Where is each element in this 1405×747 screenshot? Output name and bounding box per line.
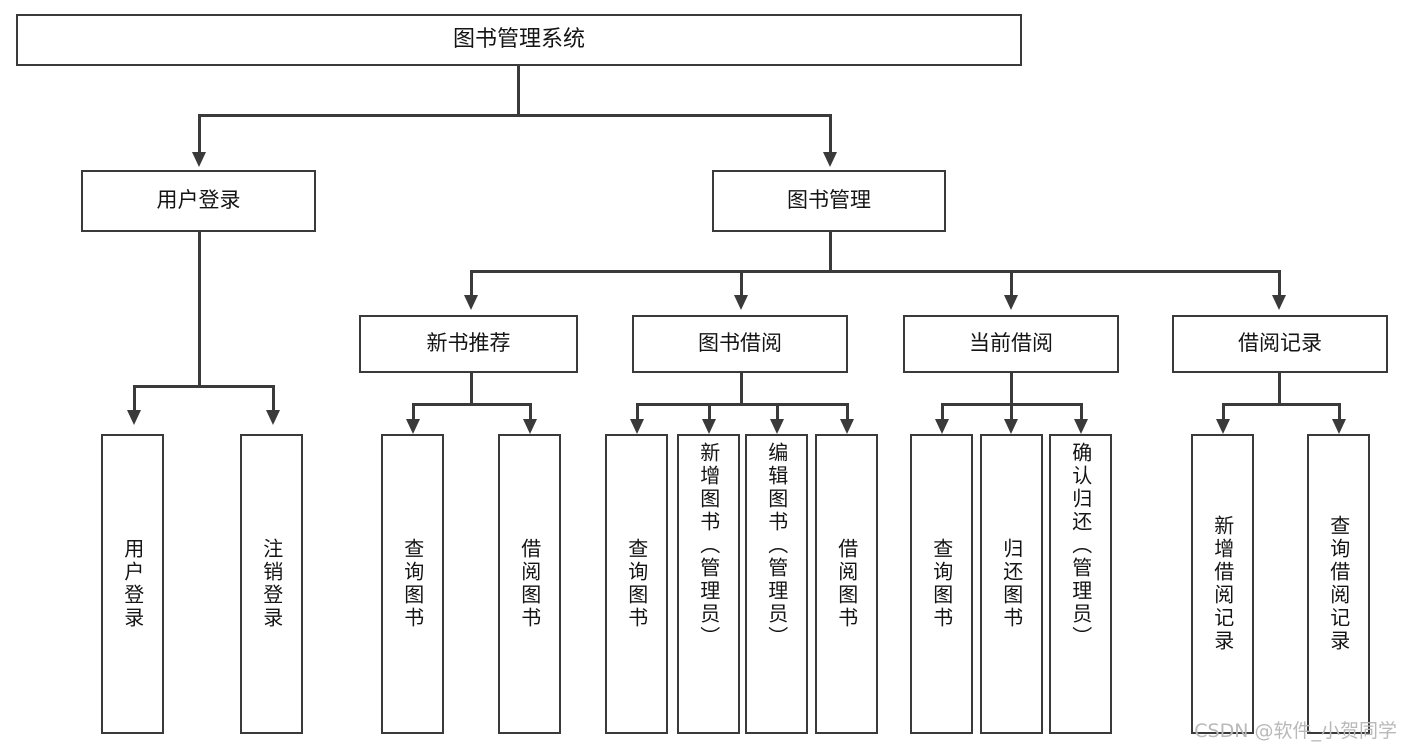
arrowhead-book-borrow — [734, 295, 748, 310]
node-label: 新增借阅记录 — [1210, 515, 1235, 653]
arrowhead-current-borrow — [1004, 295, 1018, 310]
leaf-add-borrow-record[interactable]: 新增借阅记录 — [1191, 434, 1254, 734]
connector-to-leaf-logout — [272, 385, 275, 412]
node-label: 图书管理系统 — [452, 26, 585, 52]
node-label: 归还图书 — [999, 538, 1024, 630]
leaf-add-book-admin[interactable]: 新增图书（管理员） — [677, 434, 740, 734]
node-current-borrow[interactable]: 当前借阅 — [903, 315, 1119, 373]
connector-new-book-down — [470, 373, 473, 405]
arrowhead-leaf-logout — [266, 410, 280, 425]
node-label: 图书管理 — [787, 188, 871, 213]
arrowhead-bb-leaf4 — [840, 419, 854, 434]
connector-bb-leaf3 — [776, 403, 779, 421]
leaf-query-book-recommend[interactable]: 查询图书 — [381, 434, 444, 734]
node-label: 查询借阅记录 — [1326, 515, 1351, 653]
node-label: 借阅记录 — [1238, 331, 1322, 356]
connector-br-leaf1 — [1222, 403, 1225, 421]
node-label: 注销登录 — [259, 538, 284, 630]
arrowhead-nb-leaf1 — [406, 419, 420, 434]
leaf-query-book-current[interactable]: 查询图书 — [910, 434, 973, 734]
arrowhead-nb-leaf2 — [523, 419, 537, 434]
connector-user-login-down — [198, 232, 201, 387]
connector-to-user-login — [198, 114, 201, 154]
node-label: 当前借阅 — [969, 331, 1053, 356]
connector-cb-leaf2 — [1010, 403, 1013, 421]
arrowhead-borrow-record — [1272, 295, 1286, 310]
connector-book-borrow-down — [740, 373, 743, 405]
connector-user-login-bus — [133, 385, 275, 388]
leaf-return-book[interactable]: 归还图书 — [980, 434, 1043, 734]
node-label: 借阅图书 — [834, 538, 859, 630]
connector-new-book-bus — [412, 403, 529, 406]
leaf-edit-book-admin[interactable]: 编辑图书（管理员） — [745, 434, 808, 734]
node-label: 用户登录 — [120, 538, 145, 630]
connector-cb-leaf3 — [1080, 403, 1083, 421]
node-label: 借阅图书 — [517, 538, 542, 630]
node-label: 用户登录 — [156, 188, 241, 213]
arrowhead-cb-leaf1 — [935, 419, 949, 434]
connector-nb-leaf2 — [529, 403, 532, 421]
node-borrow-record[interactable]: 借阅记录 — [1172, 315, 1388, 373]
arrowhead-user-login — [192, 152, 206, 167]
arrowhead-br-leaf2 — [1332, 419, 1346, 434]
leaf-query-borrow-record[interactable]: 查询借阅记录 — [1307, 434, 1370, 734]
connector-bb-leaf4 — [846, 403, 849, 421]
leaf-query-book-borrow[interactable]: 查询图书 — [605, 434, 668, 734]
node-label: 查询图书 — [624, 538, 649, 630]
node-label: 新书推荐 — [426, 331, 511, 356]
connector-book-borrow-bus — [636, 403, 846, 406]
node-label: 图书借阅 — [698, 331, 782, 356]
node-new-book-recommend[interactable]: 新书推荐 — [359, 315, 578, 373]
arrowhead-cb-leaf2 — [1004, 419, 1018, 434]
connector-level2-bus — [198, 114, 831, 117]
arrowhead-bb-leaf1 — [630, 419, 644, 434]
node-label: 编辑图书（管理员） — [764, 442, 789, 649]
arrowhead-br-leaf1 — [1216, 419, 1230, 434]
node-label: 查询图书 — [400, 538, 425, 630]
leaf-borrow-book-recommend[interactable]: 借阅图书 — [498, 434, 561, 734]
node-label: 查询图书 — [929, 538, 954, 630]
connector-cb-leaf1 — [941, 403, 944, 421]
arrowhead-new-book — [464, 295, 478, 310]
connector-bb-leaf1 — [636, 403, 639, 421]
connector-borrow-record-bus — [1222, 403, 1338, 406]
connector-to-book-management — [829, 114, 832, 154]
leaf-confirm-return-admin[interactable]: 确认归还（管理员） — [1049, 434, 1112, 734]
node-label: 新增图书（管理员） — [696, 442, 721, 649]
node-book-borrow[interactable]: 图书借阅 — [632, 315, 848, 373]
connector-current-borrow-down — [1010, 373, 1013, 405]
connector-to-borrow-record — [1278, 270, 1281, 297]
connector-book-management-down — [829, 232, 832, 272]
connector-nb-leaf1 — [412, 403, 415, 421]
node-root-book-management-system[interactable]: 图书管理系统 — [16, 14, 1022, 66]
connector-br-leaf2 — [1338, 403, 1341, 421]
arrowhead-bb-leaf2 — [702, 419, 716, 434]
arrowhead-leaf-user-login — [127, 410, 141, 425]
connector-root-down — [517, 66, 520, 115]
connector-bb-leaf2 — [708, 403, 711, 421]
arrowhead-bb-leaf3 — [770, 419, 784, 434]
node-label: 确认归还（管理员） — [1068, 442, 1093, 649]
node-user-login[interactable]: 用户登录 — [81, 170, 316, 232]
arrowhead-cb-leaf3 — [1074, 419, 1088, 434]
leaf-logout[interactable]: 注销登录 — [240, 434, 303, 734]
connector-level3-bus — [470, 270, 1280, 273]
leaf-user-login[interactable]: 用户登录 — [101, 434, 164, 734]
node-book-management[interactable]: 图书管理 — [712, 170, 946, 232]
connector-to-new-book — [470, 270, 473, 297]
connector-borrow-record-down — [1278, 373, 1281, 405]
connector-to-leaf-user-login — [133, 385, 136, 412]
arrowhead-book-management — [823, 152, 837, 167]
leaf-borrow-book[interactable]: 借阅图书 — [815, 434, 878, 734]
connector-to-current-borrow — [1010, 270, 1013, 297]
connector-to-book-borrow — [740, 270, 743, 297]
